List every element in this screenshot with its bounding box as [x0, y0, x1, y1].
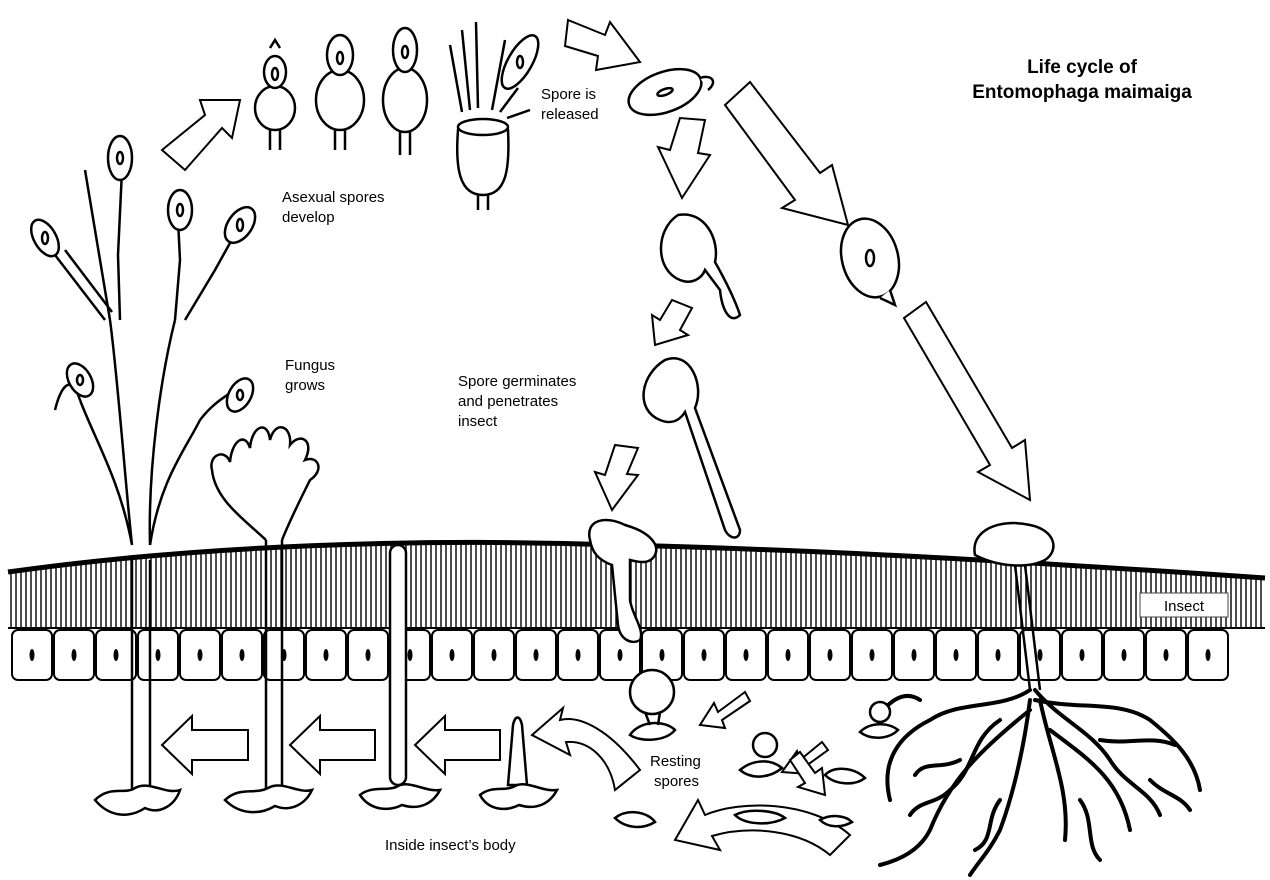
cell-nucleus: [744, 649, 749, 661]
cell-nucleus: [450, 649, 455, 661]
cell-nucleus: [198, 649, 203, 661]
cell-nucleus: [156, 649, 161, 661]
label-insect: Insect: [1164, 598, 1205, 615]
cell-nucleus: [1206, 649, 1211, 661]
cell-nucleus: [786, 649, 791, 661]
cell-nucleus: [660, 649, 665, 661]
cell-nucleus: [366, 649, 371, 661]
fungus-stalk-1: [55, 170, 240, 815]
cell-nucleus: [1122, 649, 1127, 661]
cell-nucleus: [492, 649, 497, 661]
label-asexual-2: develop: [282, 209, 335, 226]
cell-nucleus: [240, 649, 245, 661]
cell-nucleus: [912, 649, 917, 661]
resting-spores: [615, 670, 898, 827]
title-line-2: Entomophaga maimaiga: [972, 82, 1192, 103]
cell-nucleus: [702, 649, 707, 661]
label-released-1: Spore is: [541, 86, 596, 103]
cell-nucleus: [1038, 649, 1043, 661]
cell-nucleus: [870, 649, 875, 661]
label-fungus-1: Fungus: [285, 357, 335, 374]
cell-nucleus: [996, 649, 1001, 661]
label-resting-2: spores: [654, 773, 699, 790]
hyphae-mass: [880, 690, 1200, 875]
label-germinates-1: Spore germinates: [458, 373, 576, 390]
spore-bulbs-tree: [25, 136, 261, 416]
label-resting-1: Resting: [650, 753, 701, 770]
label-asexual-1: Asexual spores: [282, 189, 385, 206]
label-germinates-2: and penetrates: [458, 393, 558, 410]
cell-nucleus: [954, 649, 959, 661]
cell-nucleus: [576, 649, 581, 661]
cell-nucleus: [72, 649, 77, 661]
cell-nucleus: [1164, 649, 1169, 661]
cell-nucleus: [534, 649, 539, 661]
cycle-arrows: [162, 20, 1030, 855]
cell-nucleus: [30, 649, 35, 661]
title-line-1: Life cycle of: [1027, 57, 1137, 78]
cell-nucleus: [324, 649, 329, 661]
asexual-spores-sequence: [255, 22, 545, 210]
label-released-2: released: [541, 106, 599, 123]
cell-nucleus: [408, 649, 413, 661]
cell-nucleus: [828, 649, 833, 661]
label-inside-body: Inside insect’s body: [385, 837, 516, 854]
cell-nucleus: [114, 649, 119, 661]
label-germinates-3: insect: [458, 413, 498, 430]
cell-nucleus: [618, 649, 623, 661]
cell-nucleus: [1080, 649, 1085, 661]
epidermal-cells: [12, 630, 1228, 680]
label-fungus-2: grows: [285, 377, 325, 394]
